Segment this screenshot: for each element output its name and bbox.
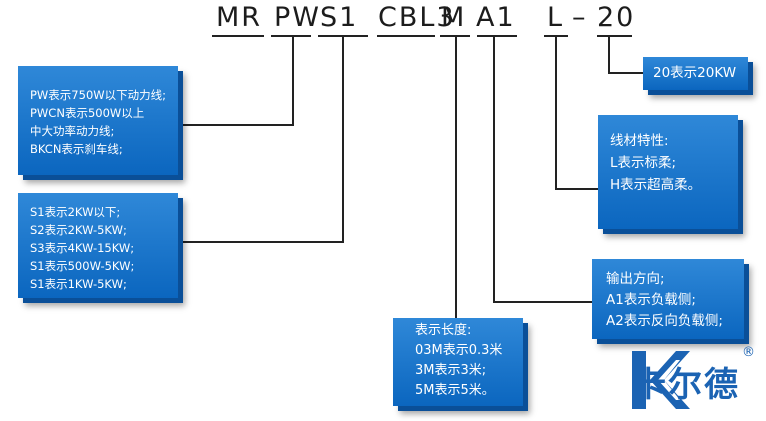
connector-l (555, 36, 598, 190)
power-line: S1表示2KW以下; (30, 205, 121, 219)
cable-type-line: BKCN表示刹车线; (30, 142, 123, 156)
underline-pw (271, 35, 311, 37)
power-line: S1表示1KW-5KW; (30, 277, 127, 291)
power-line: S1表示500W-5KW; (30, 259, 135, 273)
cable-type-box: PW表示750W以下动力线; PWCN表示500W以上 中大功率动力线; BKC… (18, 66, 178, 175)
cable-type-line: 中大功率动力线; (30, 124, 115, 138)
code-pw: PW (274, 2, 321, 33)
length-line: 3M表示3米; (415, 363, 487, 378)
length-line: 03M表示0.3米 (415, 343, 503, 358)
underline-s1 (318, 35, 368, 37)
direction-line: A1表示负载侧; (606, 292, 696, 308)
rating-box: 20表示20KW (643, 57, 748, 90)
material-line: H表示超高柔。 (610, 177, 702, 193)
connector-pw (178, 36, 294, 126)
underline-l (544, 35, 568, 37)
rating-line: 20表示20KW (653, 65, 737, 81)
length-line: 表示长度: (415, 323, 472, 338)
underline-m (440, 35, 470, 37)
length-box: 表示长度: 03M表示0.3米 3M表示3米; 5M表示5米。 (393, 318, 523, 406)
underline-20 (597, 35, 632, 37)
code-mr: MR (216, 2, 263, 33)
length-line: 5M表示5米。 (415, 383, 495, 398)
cable-type-line: PWCN表示500W以上 (30, 106, 145, 120)
output-direction-box: 输出方向; A1表示负载侧; A2表示反向负载侧; (592, 259, 744, 339)
cable-type-line: PW表示750W以下动力线; (30, 88, 167, 102)
code-l: L (547, 2, 565, 33)
code-20: 20 (597, 2, 636, 33)
connector-a1 (493, 36, 592, 303)
code-dash: – (572, 2, 588, 33)
code-cbl3: CBL3 (378, 2, 456, 33)
wire-material-box: 线材特性: L表示标柔; H表示超高柔。 (598, 115, 738, 229)
underline-mr (212, 35, 264, 37)
power-range-box: S1表示2KW以下; S2表示2KW-5KW; S3表示4KW-15KW; S1… (18, 193, 178, 298)
power-line: S2表示2KW-5KW; (30, 223, 127, 237)
underline-a1 (477, 35, 517, 37)
registered-mark: ® (742, 345, 755, 360)
brand-name: 卡尔德 (632, 365, 740, 405)
material-line: 线材特性: (610, 133, 669, 149)
code-m: M (441, 2, 467, 33)
power-line: S3表示4KW-15KW; (30, 241, 135, 255)
underline-cbl3 (377, 35, 435, 37)
material-line: L表示标柔; (610, 155, 677, 171)
kaerde-k-logo-icon (632, 351, 690, 409)
code-a1: A1 (476, 2, 516, 33)
direction-line: 输出方向; (606, 271, 665, 287)
direction-line: A2表示反向负载侧; (606, 313, 723, 329)
code-s1: S1 (320, 2, 359, 33)
connector-s1 (178, 36, 344, 243)
connector-20 (608, 36, 643, 74)
